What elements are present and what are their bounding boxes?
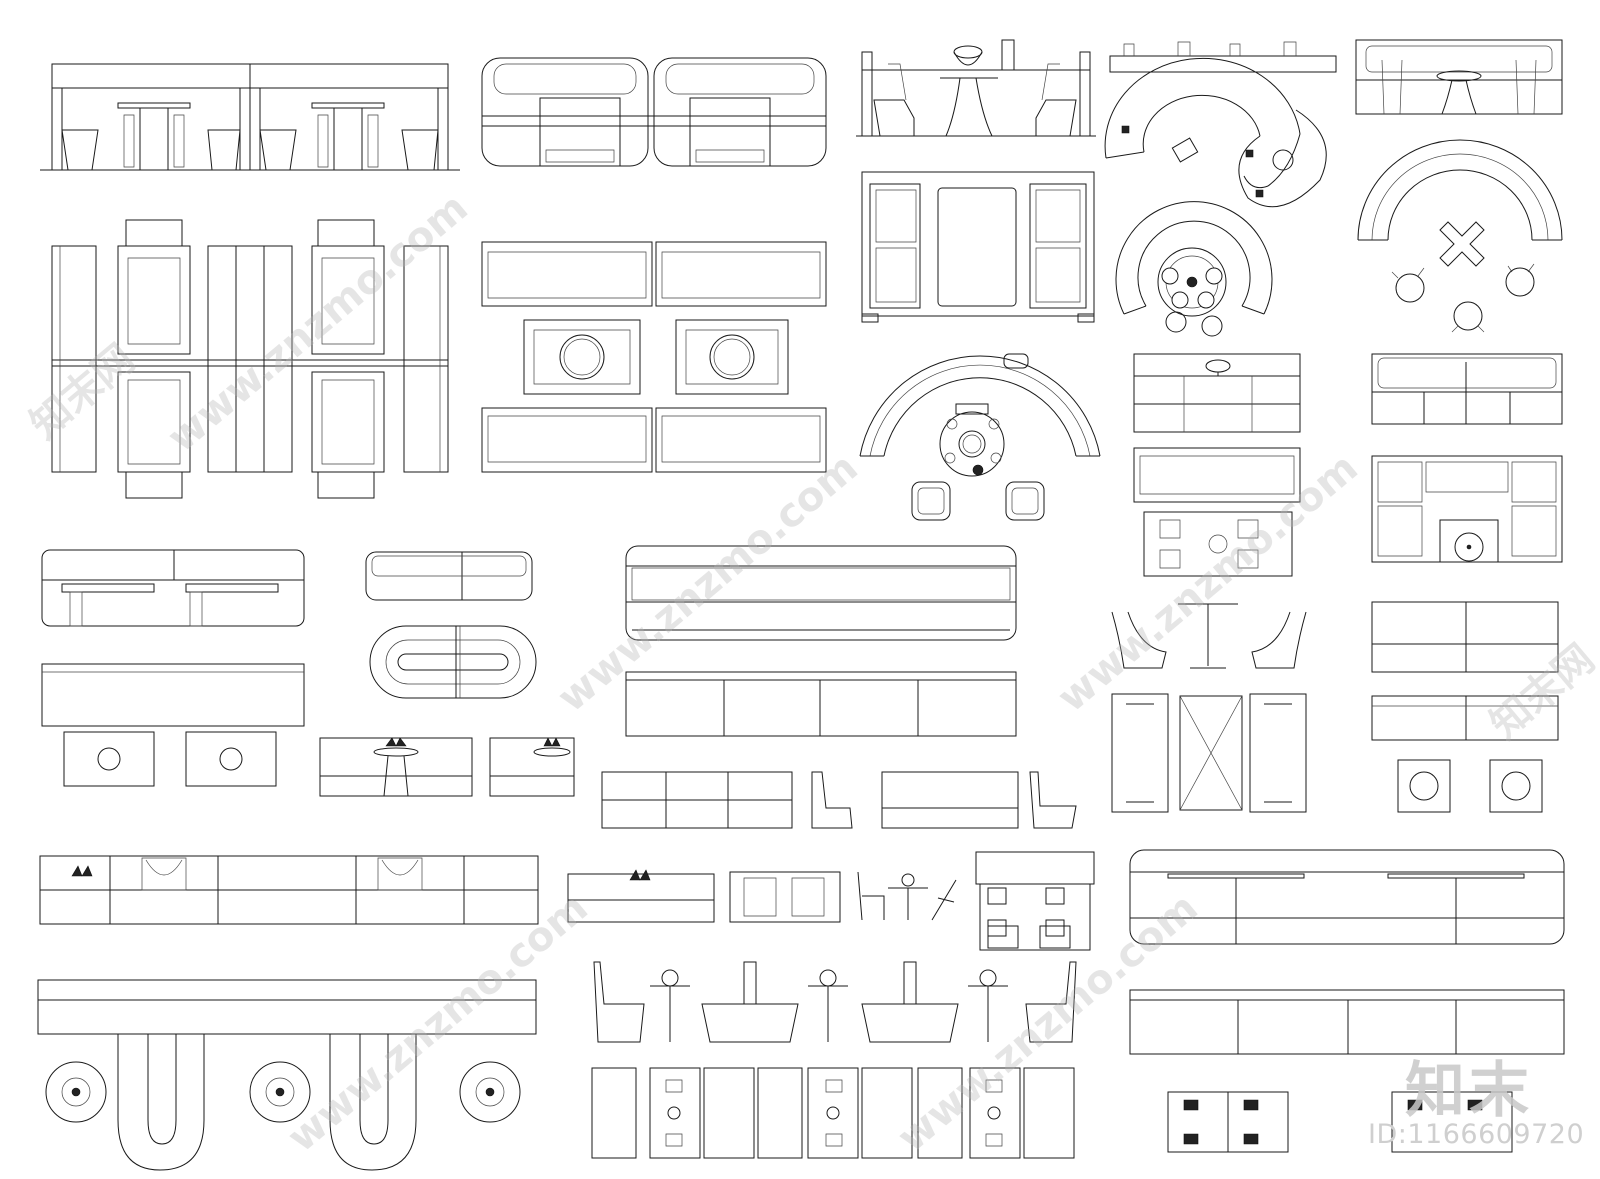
round-table-booth-elevation xyxy=(856,40,1096,136)
long-booth-run-elevation xyxy=(40,856,538,924)
booth-elevation-plant-pair xyxy=(320,738,574,796)
booth-plan-four-seat xyxy=(862,172,1094,322)
asset-id-label: ID:1166609720 xyxy=(1368,1119,1585,1150)
table-plan-four-chairs xyxy=(976,852,1094,950)
brand-logo-mark: 知末 xyxy=(1405,1056,1533,1126)
capsule-sofa-plan xyxy=(366,552,536,698)
u-shape-sofa-plan xyxy=(38,980,536,1170)
long-tufted-banquette-elevation xyxy=(626,546,1016,736)
booth-elevation-double xyxy=(40,64,460,170)
sofa-segment-elevations xyxy=(602,772,1076,828)
arc-bar-sofa-plan xyxy=(860,354,1100,520)
banquette-elevation-small xyxy=(1356,40,1562,114)
booth-plan-row-bottom xyxy=(592,1068,1074,1158)
sofa-table-sofa-plan xyxy=(482,242,826,472)
sofa-plan-right-column xyxy=(1372,354,1562,562)
four-seat-table-plan-bottom xyxy=(1168,1092,1512,1152)
long-banquette-elevation-right xyxy=(1130,850,1564,1054)
s-curve-sofa-plan xyxy=(1105,42,1336,207)
circular-booth-plan xyxy=(1116,202,1272,336)
booth-elevation-mushroom xyxy=(1134,354,1300,576)
sofa-elevation-left xyxy=(42,550,304,786)
bar-stool-booth-elevations xyxy=(594,962,1076,1042)
booth-elevation-set-middle xyxy=(568,870,956,922)
booth-plan-right-small xyxy=(1372,602,1558,812)
booth-plan-double xyxy=(52,220,448,498)
sofa-booth-pair-elevation xyxy=(482,58,826,166)
half-round-sofa-plan xyxy=(1358,140,1562,332)
chair-table-elevation xyxy=(1112,604,1306,812)
